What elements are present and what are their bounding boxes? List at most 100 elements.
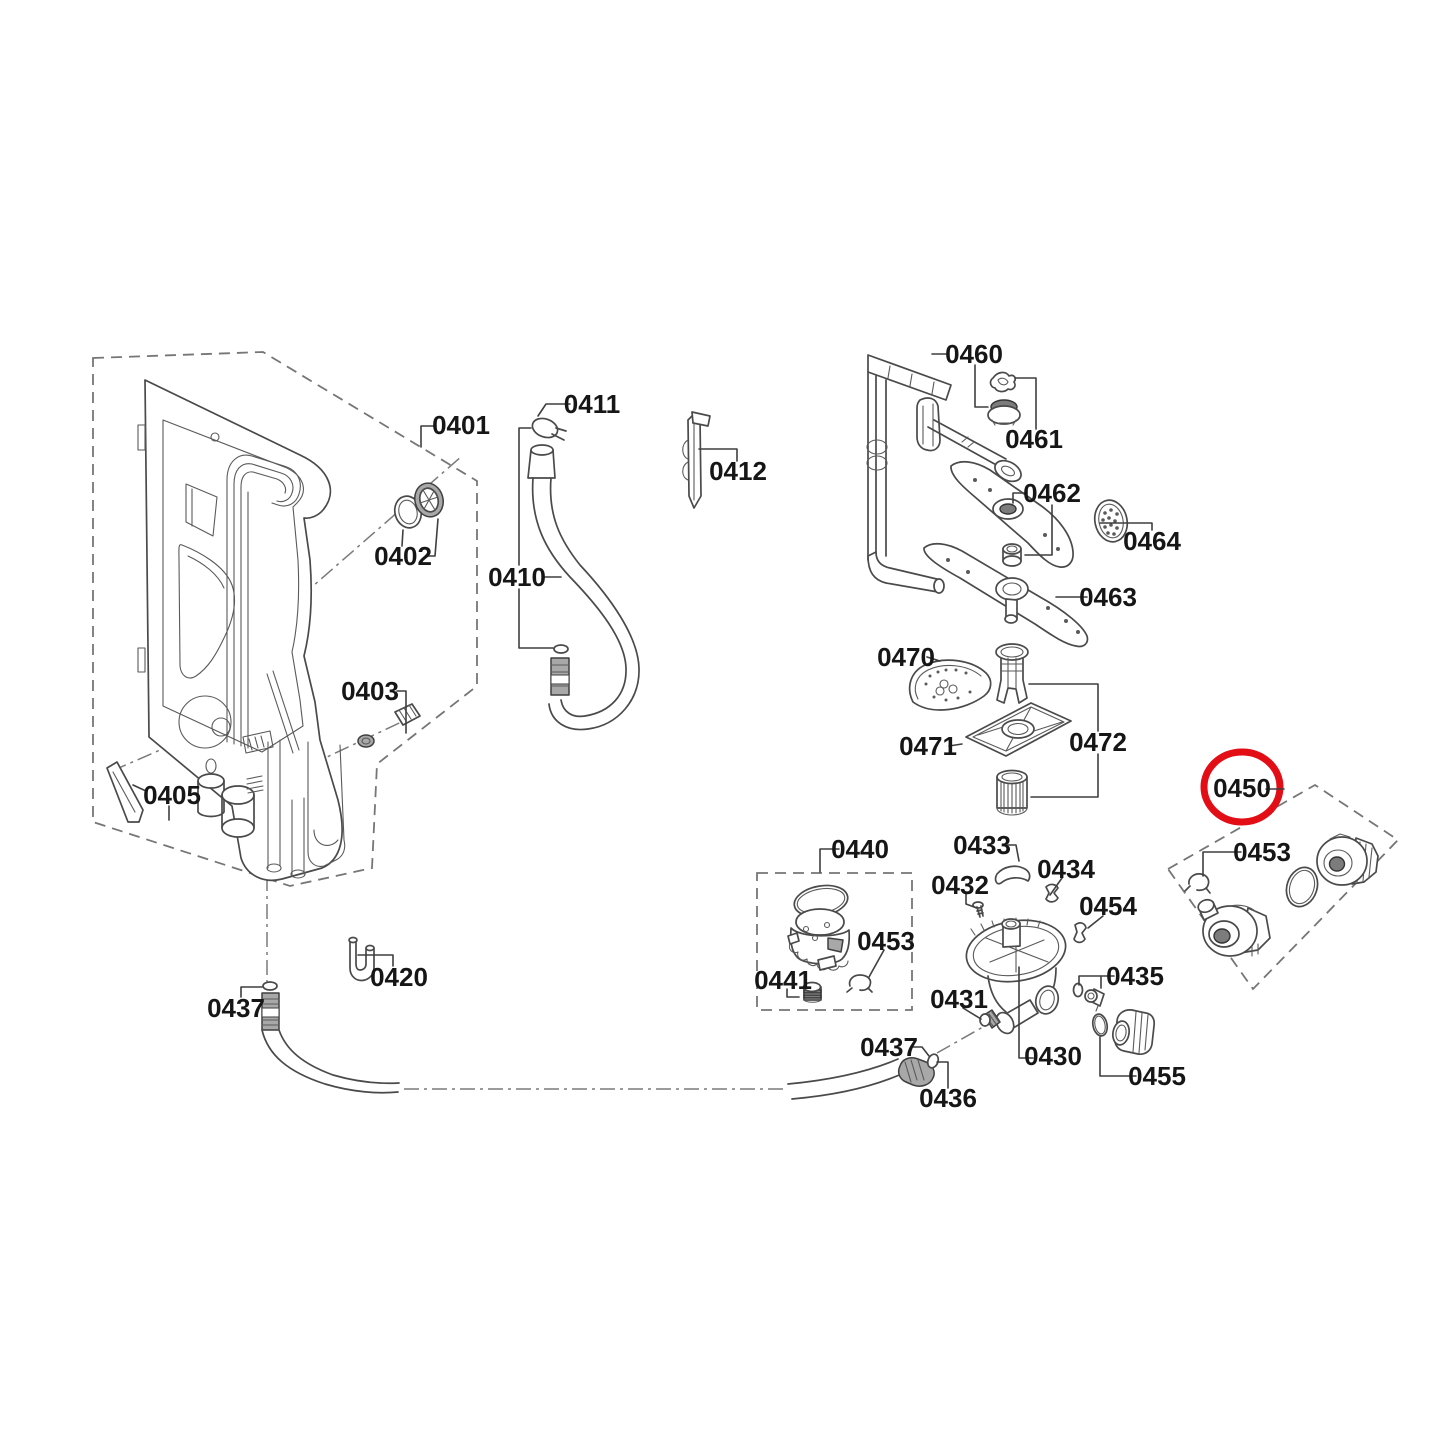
disc-inner xyxy=(1098,503,1124,539)
leader-line-0433 xyxy=(1002,844,1020,862)
part-label-0405: 0405 xyxy=(143,780,201,810)
leader-line-0405 xyxy=(132,784,147,792)
leader-line-0431 xyxy=(962,1007,982,1020)
impeller-nut xyxy=(989,371,1017,393)
leader-line-0441 xyxy=(786,988,800,998)
part-0431-fitting xyxy=(979,1009,1001,1029)
water-channel-1 xyxy=(226,454,301,743)
leader-line-0420 xyxy=(357,954,394,967)
housing-eye xyxy=(1213,928,1231,944)
u-tube-open-2 xyxy=(365,944,375,952)
part-label-0460: 0460 xyxy=(945,339,1003,369)
part-label-0463: 0463 xyxy=(1079,582,1137,612)
leader-line-0410-1 xyxy=(518,588,554,649)
part-0432-screw xyxy=(972,901,984,918)
feed-tube-step xyxy=(961,436,975,448)
cylinder-small xyxy=(197,773,225,789)
hose-outer-line xyxy=(531,477,627,718)
standpipe xyxy=(995,643,1029,704)
part-label-0440: 0440 xyxy=(831,834,889,864)
heat-pump-motor xyxy=(1316,833,1379,886)
upper-arm-hub-inner xyxy=(999,503,1017,515)
pump-head-wedge xyxy=(827,937,844,953)
part-0464-disc xyxy=(1093,499,1129,543)
mesh-plate-0470 xyxy=(908,659,992,711)
heat-pump-assembly xyxy=(1184,833,1379,957)
mesh-plate-knob xyxy=(935,686,945,696)
part-label-0464: 0464 xyxy=(1123,526,1181,556)
leader-line-0470 xyxy=(926,656,941,662)
part-label-0461: 0461 xyxy=(1005,424,1063,454)
fitting-end xyxy=(979,1013,991,1027)
hose-oring-left xyxy=(262,981,278,991)
part-label-0453-pump-box: 0453 xyxy=(857,926,915,956)
arm-holder-lines xyxy=(922,403,934,447)
leader-line-0402 xyxy=(425,518,439,557)
plate-ring-inner xyxy=(1007,722,1029,736)
drain-pump-ribs xyxy=(1132,1011,1149,1054)
arm-hole xyxy=(966,570,970,574)
leader-line-0437-left xyxy=(240,986,263,998)
plug-nut-hole xyxy=(361,737,371,745)
leader-line-0460-1 xyxy=(974,364,989,408)
part-label-0455: 0455 xyxy=(1128,1061,1186,1091)
leader-line-0453-pump-box xyxy=(868,949,885,978)
leader-line-0440 xyxy=(819,848,840,873)
hose-connector-right xyxy=(897,1057,935,1087)
heat-pump-oring-outer xyxy=(1285,866,1319,908)
filter-slats xyxy=(1000,778,1024,814)
pump-head-foot xyxy=(817,955,837,971)
part-label-0453-right: 0453 xyxy=(1233,837,1291,867)
part-0412-stake xyxy=(682,411,711,509)
part-0410-hose xyxy=(527,444,640,731)
sump-group xyxy=(965,865,1156,1055)
housing-details xyxy=(1229,904,1259,957)
leader-line-0455 xyxy=(1099,1036,1137,1077)
u-tube-open-1 xyxy=(348,936,358,944)
part-label-0434: 0434 xyxy=(1037,854,1095,884)
clamp-tabs xyxy=(846,987,873,993)
part-0435-valve xyxy=(1072,982,1105,1012)
valve-tail xyxy=(1095,1005,1099,1012)
hose-connector-left-band xyxy=(261,1007,280,1018)
drain-pump-face-inner xyxy=(1115,1024,1127,1042)
part-label-0450: 0450 xyxy=(1213,773,1271,803)
pump-boss-circle xyxy=(178,695,232,749)
pump-head-nub xyxy=(787,932,800,945)
drain-pump-oring xyxy=(1091,1013,1109,1037)
panel-pocket-inner xyxy=(187,555,225,589)
lower-arm-hub-inner xyxy=(1002,582,1022,596)
cylinder-large-base xyxy=(221,818,255,838)
bracket-blade xyxy=(106,761,144,823)
lower-arm-nozzle-tip xyxy=(1004,614,1018,624)
stake-bumps xyxy=(682,439,689,481)
arm-hole xyxy=(1046,606,1050,610)
feed-duct-top xyxy=(867,354,952,401)
arm-hole xyxy=(1056,547,1060,551)
valve-port-inner xyxy=(1087,992,1095,1000)
leader-line-0412 xyxy=(698,448,738,462)
mesh-plate-knob xyxy=(948,684,958,694)
connector-grid-block xyxy=(242,730,274,754)
panel-tab xyxy=(185,483,218,537)
hose-right-line-2 xyxy=(791,1071,907,1100)
filter-top xyxy=(996,769,1028,785)
hose-connector-band xyxy=(550,674,570,685)
part-0405-bracket xyxy=(106,761,144,823)
clamp-wire xyxy=(1188,873,1210,892)
pump-head-hole xyxy=(823,921,831,929)
pump-head-hole xyxy=(802,925,810,933)
arm-hole xyxy=(973,478,977,482)
mesh-plate-inner xyxy=(914,664,982,700)
impeller-nut-inner xyxy=(997,377,1009,386)
arm-hole xyxy=(1043,533,1047,537)
part-0433-clip xyxy=(994,865,1031,885)
bushing-hole xyxy=(1006,545,1018,553)
part-label-0401: 0401 xyxy=(432,410,490,440)
part-label-0410: 0410 xyxy=(488,562,546,592)
axis-hose-to-sump xyxy=(936,1022,991,1054)
part-label-0454: 0454 xyxy=(1079,891,1137,921)
part-label-0441: 0441 xyxy=(754,965,812,995)
right-lower-round xyxy=(313,829,339,846)
part-label-0462: 0462 xyxy=(1023,478,1081,508)
